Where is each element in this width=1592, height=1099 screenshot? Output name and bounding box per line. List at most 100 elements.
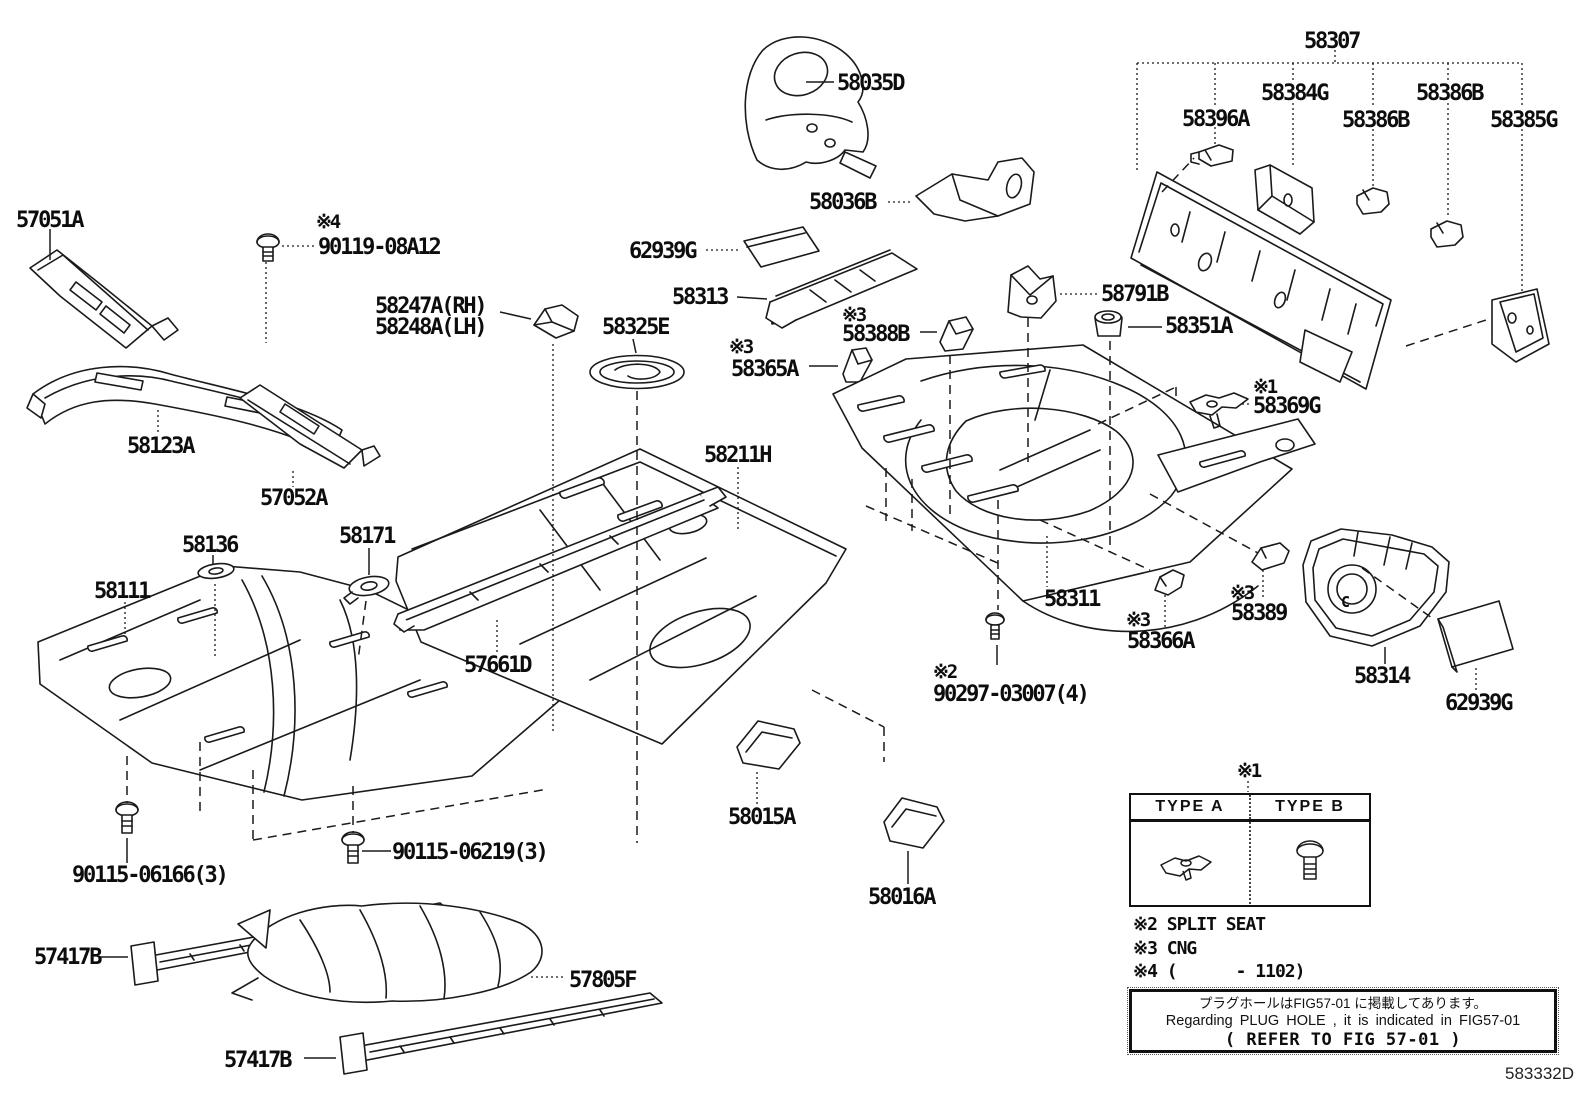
part-label: ※3 (1230, 582, 1255, 604)
part-plate-62939g-bottom (1437, 600, 1514, 673)
figure-id: 583332D (1505, 1064, 1575, 1083)
part-label: 58314 (1354, 664, 1411, 689)
part-label: 58016A (868, 885, 936, 910)
part-member-57052a (239, 384, 381, 469)
part-center-floor-pan-58211h (395, 448, 847, 745)
legend-cell-type-b (1249, 822, 1369, 904)
part-label: ※1 (1253, 376, 1278, 398)
part-bracket-58247a (533, 304, 579, 339)
part-bracket-58384g (1254, 164, 1315, 235)
leader-lines (49, 50, 1523, 1059)
part-label: 58247A(RH) (375, 294, 488, 319)
part-floor-57805f (231, 902, 543, 1004)
part-label: 57661D (464, 653, 532, 678)
part-label: ※2 (933, 661, 958, 683)
part-rail-57417b-bottom (339, 992, 663, 1075)
part-label: 58351A (1165, 314, 1233, 339)
part-label: ※3 (729, 336, 754, 358)
part-label: 58385G (1490, 108, 1558, 133)
footnote-cng: ※3 CNG (1133, 938, 1197, 959)
part-corner-58385g (1491, 288, 1550, 363)
legend-cell-type-a (1131, 822, 1249, 904)
legend-col-type-b: TYPE B (1249, 795, 1369, 819)
part-bracket-58791b (1007, 265, 1057, 319)
part-washer-58171 (343, 575, 390, 605)
part-label: 58248A(LH) (375, 315, 488, 340)
part-rail-58313 (765, 249, 918, 329)
part-bracket-58314 (1302, 528, 1450, 647)
note-refer-line: ( REFER TO FIG 57-01 ) (1224, 1030, 1462, 1050)
part-label: 58111 (94, 579, 151, 604)
part-label: 58396A (1182, 107, 1250, 132)
part-crossmember-57661d (393, 486, 727, 633)
part-clip-58386b-1 (1356, 187, 1390, 215)
part-label: 58015A (728, 805, 796, 830)
part-label: 90115-06219(3) (392, 840, 549, 865)
part-label: 58211H (704, 443, 772, 468)
part-label: 58389 (1231, 601, 1288, 626)
part-clip-58396a (1190, 144, 1234, 167)
part-label: 57051A (16, 208, 84, 233)
bolt-icon (1296, 840, 1324, 880)
footnote-date-range: ※4 ( - 1102) (1133, 961, 1305, 982)
part-label: 58369G (1253, 394, 1321, 419)
part-label: 58366A (1127, 629, 1195, 654)
part-pad-58016a (883, 797, 945, 849)
part-label: 90115-06166(3) (72, 863, 229, 888)
part-label: 58313 (672, 285, 729, 310)
part-label: ※3 (842, 304, 867, 326)
part-clip-58351a (1094, 310, 1123, 337)
footnote-split-seat: ※2 SPLIT SEAT (1133, 914, 1266, 935)
part-label: 58384G (1261, 81, 1329, 106)
clip-fastener-icon (1160, 855, 1212, 881)
part-label: C (1341, 593, 1350, 611)
part-label: 58036B (809, 190, 877, 215)
note-japanese: プラグホールはFIG57-01 に掲載してあります。 (1198, 996, 1488, 1011)
part-label: 62939G (1445, 691, 1513, 716)
fastener-type-legend-table: TYPE A TYPE B (1129, 793, 1371, 907)
part-member-57051a (29, 249, 179, 349)
part-label: 58791B (1101, 282, 1169, 307)
part-washer-58136 (197, 562, 235, 580)
part-label: 57052A (260, 486, 328, 511)
part-label: 58386B (1416, 81, 1484, 106)
bolt-90115-06219-icon (341, 831, 365, 864)
part-clip-58386b-2 (1430, 220, 1464, 248)
part-rear-floor-pan-58311 (832, 344, 1316, 633)
legend-header-row: TYPE A TYPE B (1131, 795, 1369, 822)
part-label: 58365A (731, 357, 799, 382)
part-bracket-58365a (842, 347, 873, 383)
part-label: 58035D (837, 71, 905, 96)
part-plate-62939g-top (743, 226, 820, 268)
part-label: 58171 (339, 524, 396, 549)
part-bracket-58366a (1154, 569, 1185, 596)
part-label: 58136 (182, 533, 239, 558)
part-label: 57417B (34, 945, 102, 970)
bolt-90297-icon (985, 612, 1005, 640)
bolt-90115-06166-icon (115, 801, 139, 834)
part-label: ※3 (1126, 609, 1151, 631)
part-label: ※4 (316, 211, 341, 233)
plug-hole-note-box: プラグホールはFIG57-01 に掲載してあります。 Regarding PLU… (1127, 987, 1559, 1055)
part-bracket-58389 (1251, 542, 1290, 571)
note-english: Regarding PLUG HOLE , it is indicated in… (1165, 1013, 1521, 1029)
part-disc-58325e (589, 354, 685, 390)
part-rear-panel-58307 (1130, 171, 1392, 390)
part-label: 58307 (1304, 29, 1361, 54)
part-bracket-58036b (915, 157, 1035, 222)
bolt-90119-icon (256, 233, 280, 262)
part-label: 58325E (602, 315, 670, 340)
part-clip-58369g (1189, 392, 1249, 429)
legend-col-type-a: TYPE A (1155, 798, 1225, 815)
part-bracket-58388b (939, 316, 974, 352)
part-wheelhouse-58035d (744, 36, 877, 179)
part-label: ※1 (1237, 760, 1262, 782)
legend-body-row (1131, 822, 1369, 904)
part-label: 58123A (127, 434, 195, 459)
part-label: 57417B (224, 1048, 292, 1073)
part-label: 58311 (1044, 587, 1101, 612)
part-pad-58015a (736, 720, 801, 770)
